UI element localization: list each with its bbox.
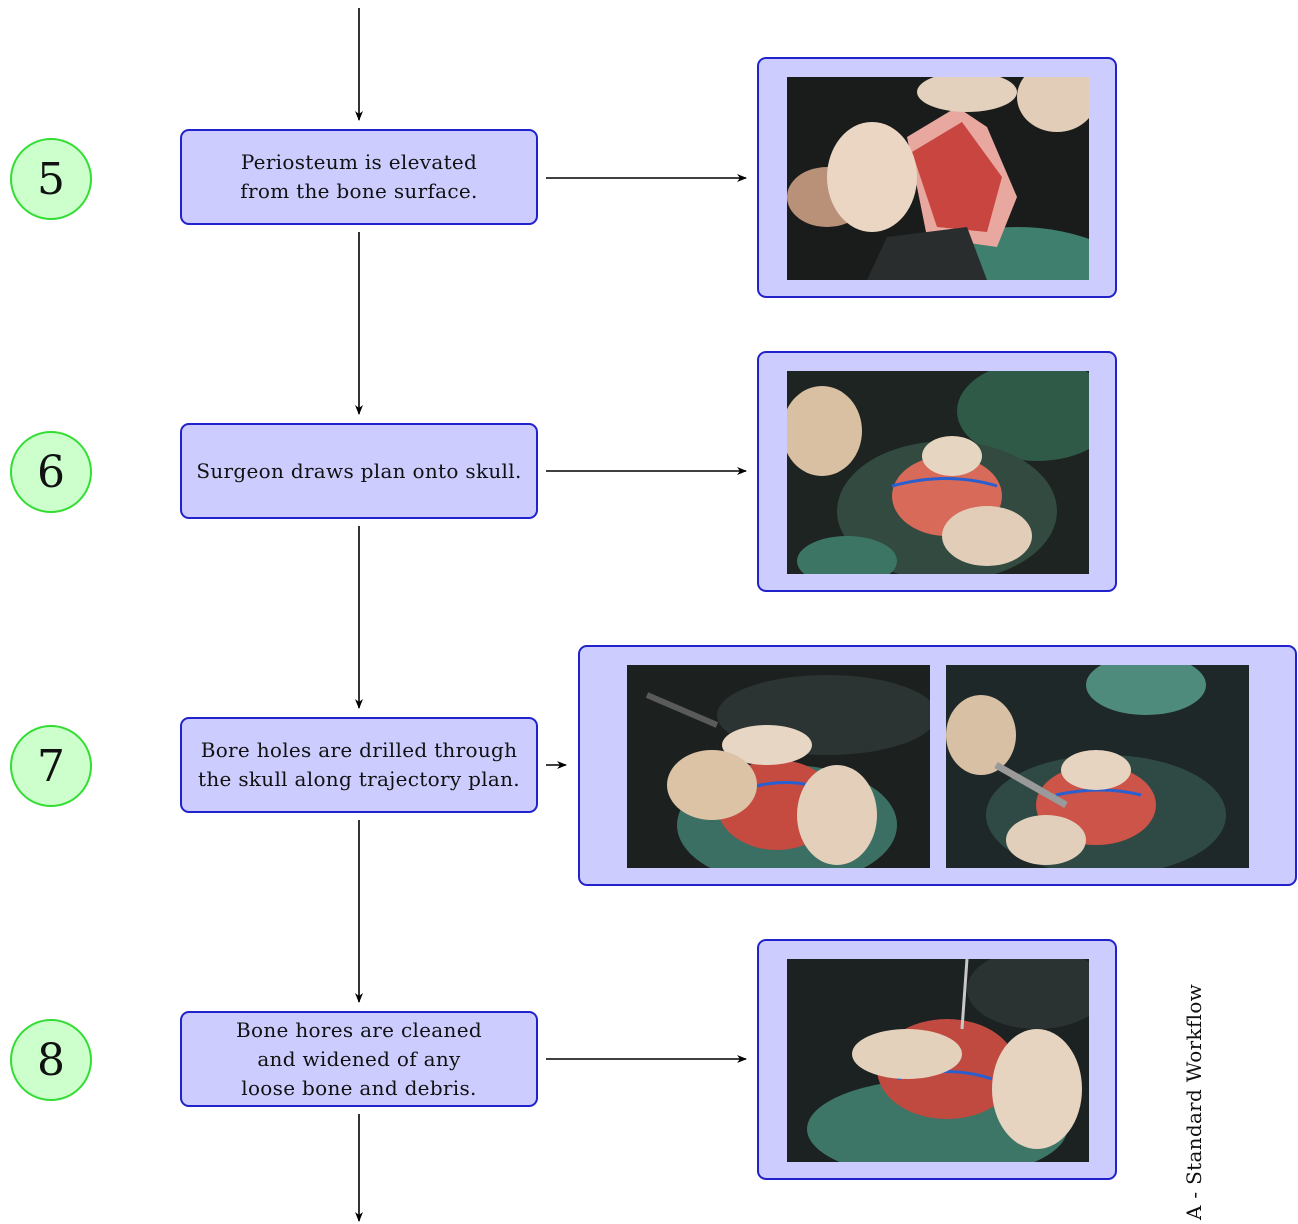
step-6-text: Surgeon draws plan onto skull. — [196, 458, 522, 483]
step-7-photo-panel — [578, 645, 1297, 886]
step-6-surgical-photo — [787, 371, 1089, 574]
step-8-number: 8 — [10, 1019, 92, 1101]
step-8-text: Bone hores are cleaned and widened of an… — [236, 1017, 482, 1100]
step-7-surgical-photo-2 — [946, 665, 1249, 868]
step-6-box: Surgeon draws plan onto skull. — [180, 423, 538, 519]
step-7-number: 7 — [10, 725, 92, 807]
step-6-number-text: 6 — [37, 446, 65, 498]
step-5-surgical-photo — [787, 77, 1089, 280]
step-5-number: 5 — [10, 138, 92, 220]
step-5-text: Periosteum is elevated from the bone sur… — [240, 150, 478, 203]
step-7-surgical-photo-1 — [627, 665, 930, 868]
step-6-number: 6 — [10, 431, 92, 513]
step-5-box: Periosteum is elevated from the bone sur… — [180, 129, 538, 225]
step-8-box: Bone hores are cleaned and widened of an… — [180, 1011, 538, 1107]
step-8-surgical-photo — [787, 959, 1089, 1162]
step-6-photo-panel — [757, 351, 1117, 592]
step-8-photo-panel — [757, 939, 1117, 1180]
step-7-number-text: 7 — [37, 740, 65, 792]
step-7-text: Bore holes are drilled through the skull… — [198, 738, 520, 791]
step-8-number-text: 8 — [37, 1034, 65, 1086]
step-5-number-text: 5 — [37, 153, 65, 205]
side-label: A - Standard Workflow — [1182, 983, 1206, 1220]
step-7-box: Bore holes are drilled through the skull… — [180, 717, 538, 813]
step-5-photo-panel — [757, 57, 1117, 298]
